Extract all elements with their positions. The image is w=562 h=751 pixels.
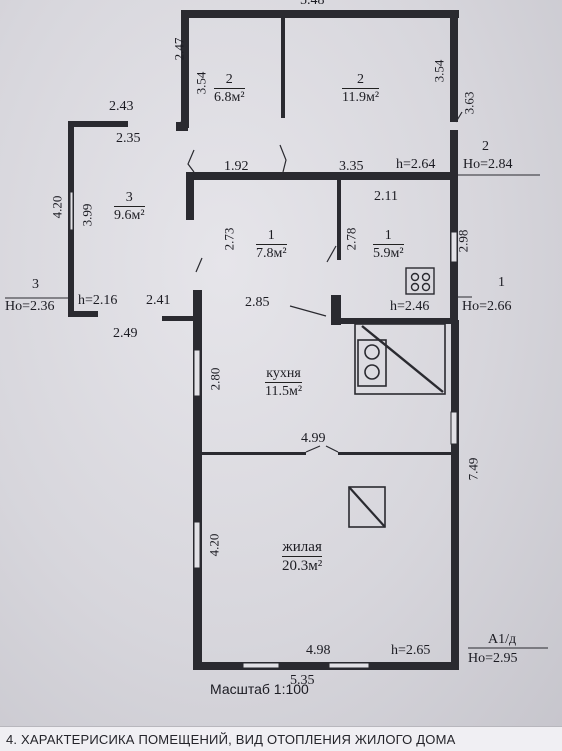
- room-area: 20.3м²: [282, 556, 323, 574]
- room-name: кухня: [266, 366, 301, 381]
- room-area: 11.5м²: [265, 382, 303, 399]
- room-living-label: жилая 20.3м²: [282, 539, 323, 575]
- dim-3-35: 3.35: [339, 159, 364, 174]
- dim-2-78: 2.78: [343, 227, 359, 251]
- dim-annex-inner: 2.35: [116, 131, 141, 146]
- wall-living-divider-b: [338, 452, 451, 455]
- dim-2-73: 2.73: [221, 227, 237, 251]
- wall-living-divider-a: [202, 452, 306, 455]
- room-area: 6.8м²: [214, 88, 245, 105]
- dim-2-41: 2.41: [146, 293, 171, 308]
- label-3-left: 3: [32, 277, 39, 292]
- wall-main-left: [193, 290, 202, 668]
- ho-2-36: Ho=2.36: [5, 299, 55, 314]
- ho-2-95: Ho=2.95: [468, 651, 518, 666]
- label-1-right: 1: [498, 275, 505, 290]
- dim-1-92: 1.92: [224, 159, 249, 174]
- dim-top-left-vert: 2.47: [171, 37, 187, 61]
- height-2-64: h=2.64: [396, 157, 436, 172]
- wall-kitchen-top: [331, 318, 453, 324]
- scale-label: Масштаб 1:100: [210, 681, 309, 697]
- ho-2-84: Ho=2.84: [463, 157, 513, 172]
- dim-7-49: 7.49: [465, 457, 481, 481]
- dim-room2b-vert-a: 3.54: [431, 59, 447, 83]
- section-heading: 4. ХАРАКТЕРИСИКА ПОМЕЩЕНИЙ, ВИД ОТОПЛЕНИ…: [6, 732, 456, 747]
- section-footer: 4. ХАРАКТЕРИСИКА ПОМЕЩЕНИЙ, ВИД ОТОПЛЕНИ…: [0, 726, 562, 751]
- dim-4-98: 4.98: [306, 643, 331, 658]
- room-kitchen-label: кухня 11.5м²: [265, 366, 303, 400]
- wall-top-left: [181, 10, 189, 128]
- dim-4-20-main: 4.20: [206, 533, 222, 557]
- wall-mid: [186, 172, 458, 180]
- wall-main-right: [451, 320, 459, 668]
- wall-divider-mid: [337, 180, 341, 260]
- room-1a-label: 1 7.8м²: [256, 228, 287, 262]
- room-number: 2: [357, 72, 365, 87]
- dim-5-35: 5.35: [290, 673, 315, 688]
- wall-mid-left: [186, 172, 194, 220]
- dim-2-80: 2.80: [207, 367, 223, 391]
- room-number: 1: [384, 228, 392, 243]
- wall-top-right: [450, 10, 458, 122]
- height-2-65: h=2.65: [391, 643, 431, 658]
- room-number: 2: [225, 72, 233, 87]
- dim-2-98: 2.98: [455, 229, 471, 253]
- room-name: жилая: [282, 539, 322, 555]
- label-a1d: А1/д: [488, 632, 517, 647]
- dim-annex-inner-vert: 3.99: [79, 203, 95, 227]
- room-number: 3: [125, 190, 133, 205]
- dim-annex-outer-vert: 4.20: [49, 195, 65, 219]
- wall-bottom: [193, 662, 459, 670]
- wall-top: [181, 10, 459, 18]
- dim-2-85: 2.85: [245, 295, 270, 310]
- room-area: 7.8м²: [256, 244, 287, 261]
- room-area: 9.6м²: [114, 206, 145, 223]
- room-2a-label: 2 6.8м²: [214, 72, 245, 106]
- dim-4-99: 4.99: [301, 431, 326, 446]
- dim-2-11: 2.11: [374, 189, 398, 204]
- dim-room2a-vert: 3.54: [193, 71, 209, 95]
- room-area: 5.9м²: [373, 244, 404, 261]
- room-number: 1: [267, 228, 275, 243]
- room-3-label: 3 9.6м²: [114, 190, 145, 224]
- room-area: 11.9м²: [342, 88, 380, 105]
- wall-right-mid: [450, 130, 458, 320]
- dim-2-49: 2.49: [113, 326, 138, 341]
- dim-top-width: 5.48: [300, 0, 325, 8]
- height-2-16: h=2.16: [78, 293, 118, 308]
- height-2-46: h=2.46: [390, 299, 430, 314]
- room-2b-label: 2 11.9м²: [342, 72, 380, 106]
- room-1b-label: 1 5.9м²: [373, 228, 404, 262]
- dim-annex-top: 2.43: [109, 99, 134, 114]
- ho-2-66: Ho=2.66: [462, 299, 512, 314]
- wall-divider-top: [281, 18, 285, 118]
- wall-annex-top: [68, 121, 128, 127]
- dim-room2b-vert-b: 3.63: [461, 91, 477, 115]
- label-2-right: 2: [482, 139, 489, 154]
